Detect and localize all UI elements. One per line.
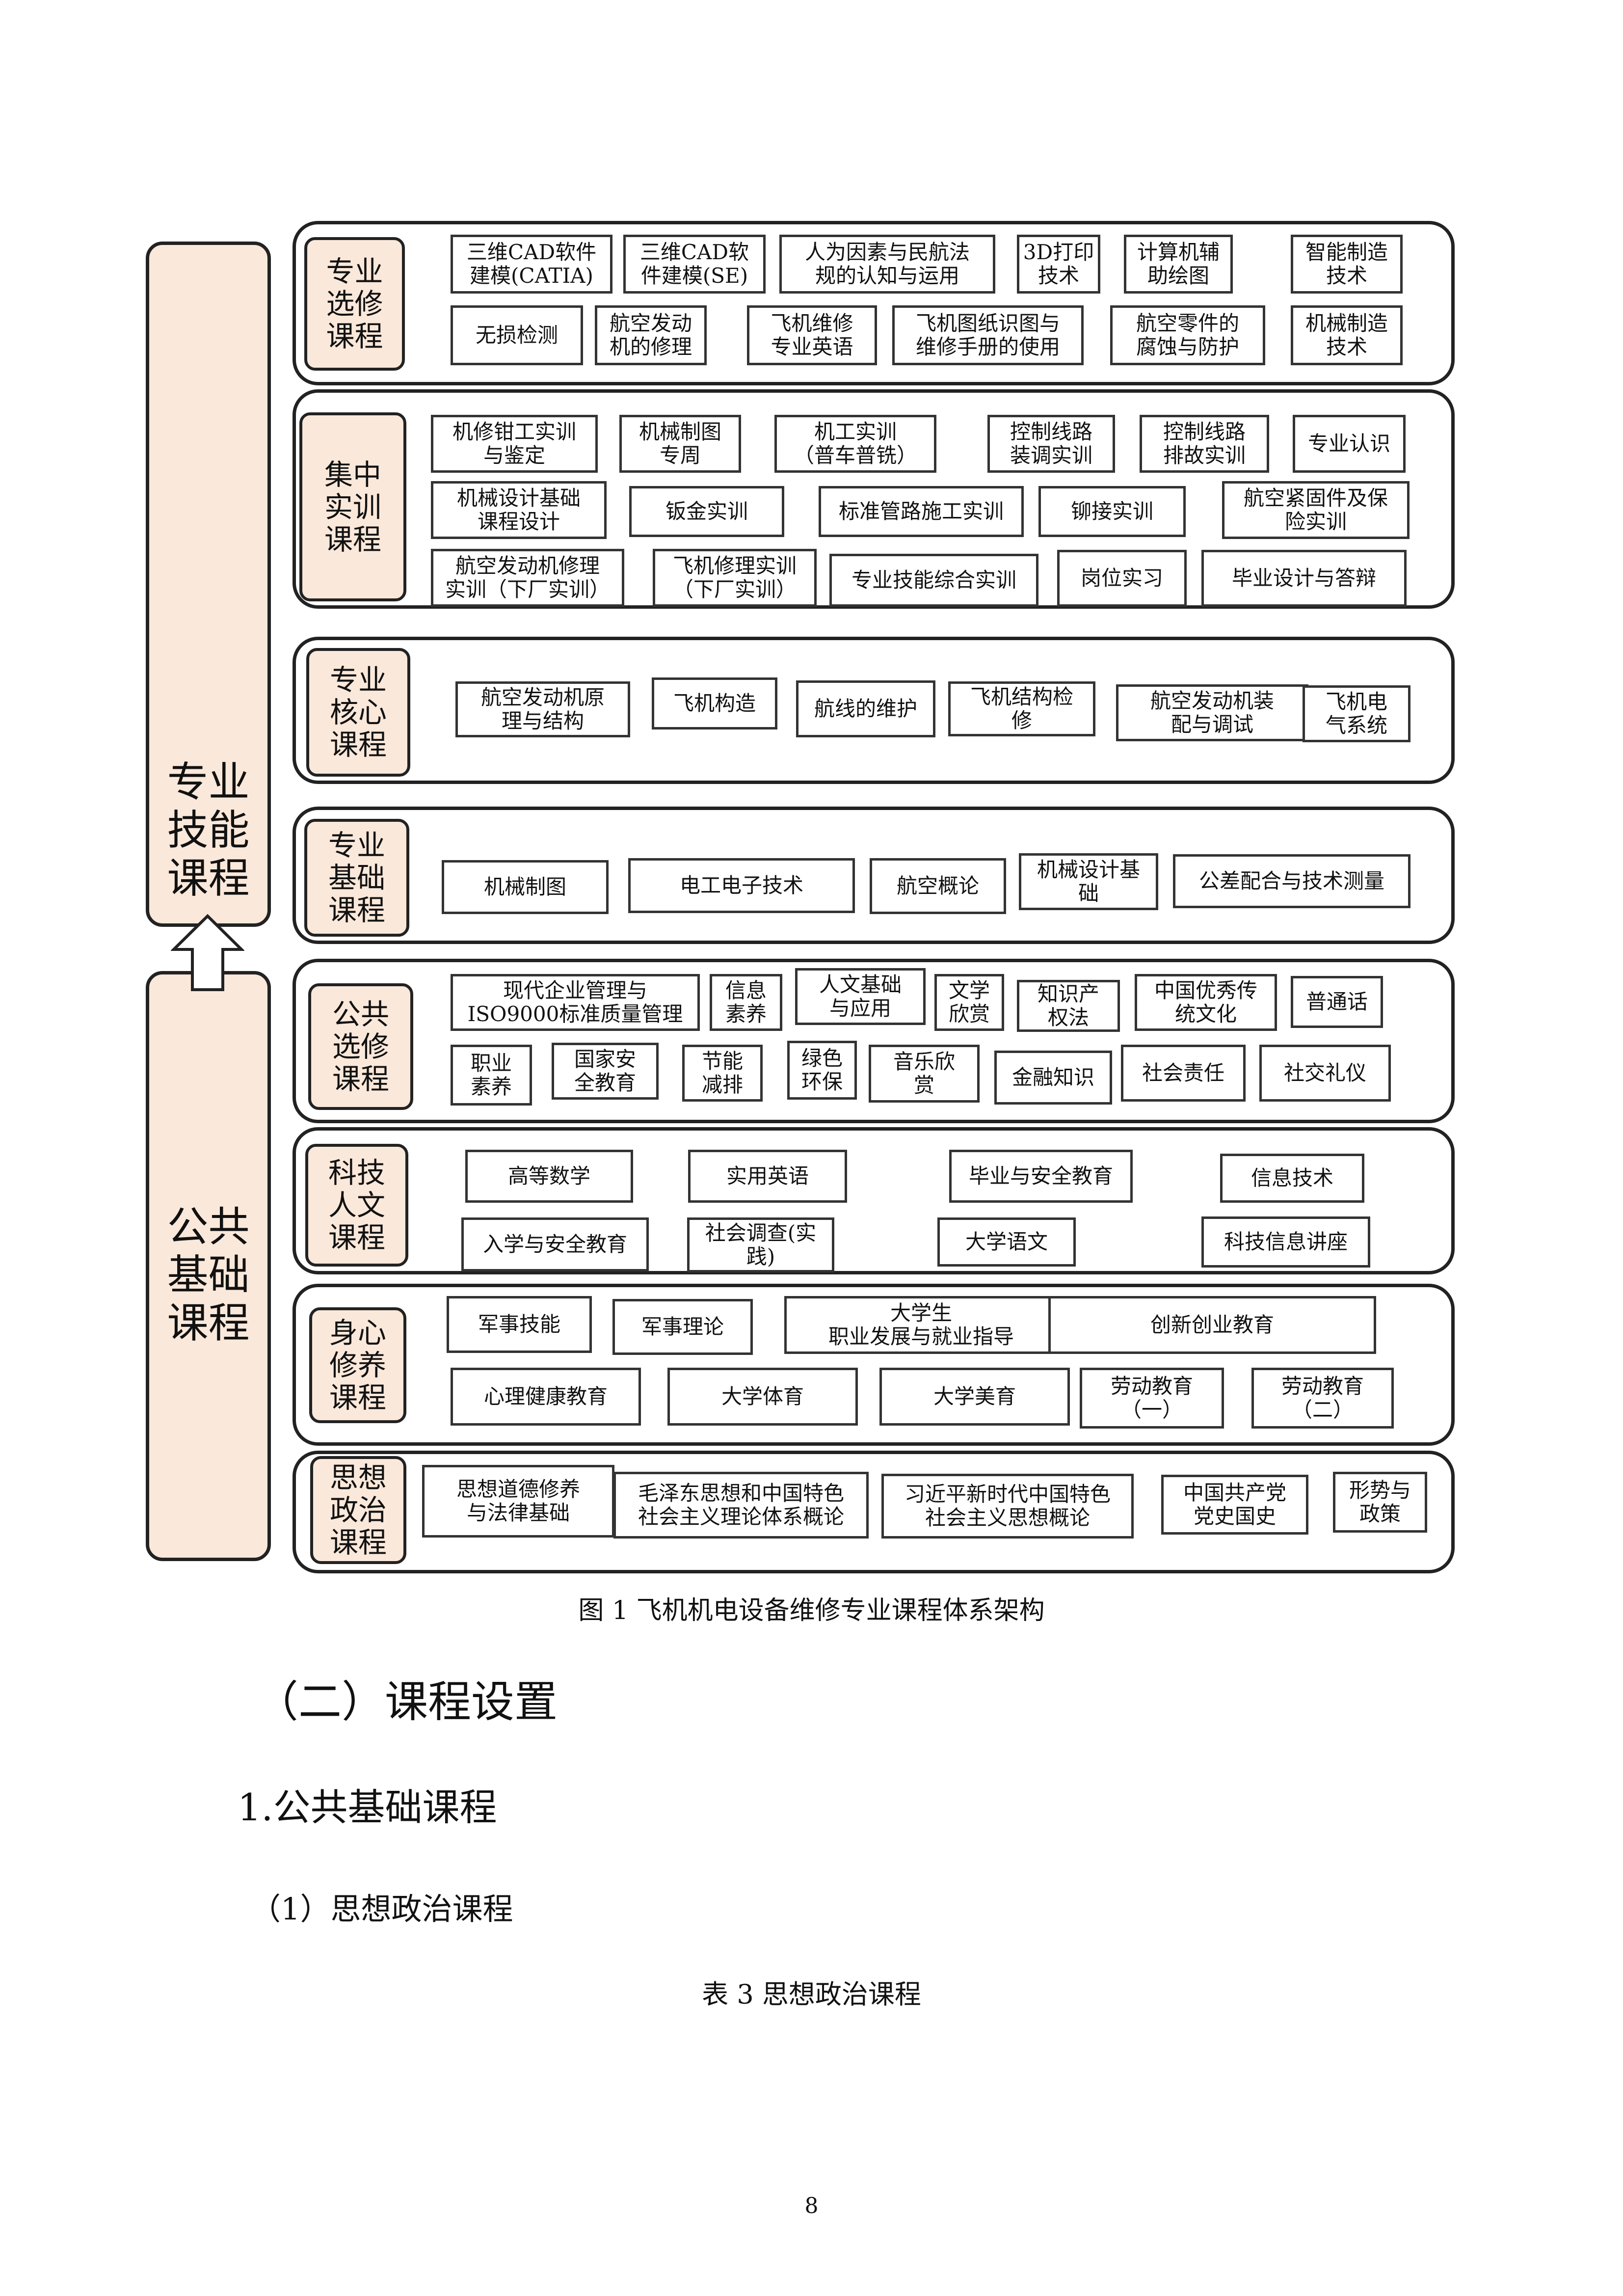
- section-heading: （二）课程设置: [255, 1676, 558, 1727]
- sidebar-professional-skills: 专业 技能 课程: [146, 242, 271, 927]
- course-box: 飞机维修 专业英语: [747, 305, 877, 365]
- course-box: 标准管路施工实训: [819, 486, 1024, 537]
- course-box: 机械设计基础 课程设计: [431, 481, 607, 539]
- table-caption: 表 3 思想政治课程: [702, 1979, 921, 2010]
- course-box: 职业 素养: [451, 1045, 532, 1106]
- band-label: 科技 人文 课程: [305, 1144, 408, 1267]
- course-box: 无损检测: [451, 305, 583, 365]
- band-label: 身心 修养 课程: [309, 1307, 406, 1423]
- course-box: 知识产 权法: [1017, 980, 1120, 1032]
- course-box: 航空发动 机的修理: [595, 305, 707, 365]
- course-box: 飞机修理实训 （下厂实训）: [653, 549, 817, 607]
- course-box: 入学与安全教育: [461, 1217, 649, 1271]
- course-box: 钣金实训: [629, 486, 784, 537]
- course-box: 中国共产党 党史国史: [1161, 1475, 1308, 1535]
- course-box: 大学体育: [667, 1368, 858, 1426]
- course-box: 计算机辅 助绘图: [1124, 235, 1233, 294]
- course-box: 信息 素养: [710, 974, 782, 1031]
- course-box: 航空发动机修理 实训（下厂实训）: [431, 549, 624, 607]
- up-arrow-icon: [171, 914, 244, 991]
- course-box: 飞机图纸识图与 维修手册的使用: [892, 305, 1084, 365]
- band-label: 公共 选修 课程: [308, 983, 413, 1110]
- course-box: 控制线路 装调实训: [987, 415, 1115, 473]
- course-box: 人文基础 与应用: [795, 968, 926, 1025]
- course-box: 岗位实习: [1057, 550, 1187, 607]
- course-box: 电工电子技术: [628, 858, 855, 913]
- course-box: 军事理论: [612, 1299, 753, 1355]
- course-box: 文学 欣赏: [934, 974, 1004, 1031]
- course-box: 专业技能综合实训: [829, 554, 1038, 607]
- figure-caption: 图 1 飞机机电设备维修专业课程体系架构: [578, 1596, 1045, 1625]
- band-label: 专业 选修 课程: [304, 237, 405, 371]
- course-box: 现代企业管理与 ISO9000标准质量管理: [451, 974, 700, 1031]
- course-box: 大学美育: [879, 1368, 1070, 1426]
- course-box: 金融知识: [994, 1051, 1112, 1105]
- course-box: 思想道德修养 与法律基础: [422, 1465, 614, 1538]
- course-box: 大学生 职业发展与就业指导: [784, 1296, 1058, 1354]
- course-box: 社会责任: [1121, 1045, 1246, 1102]
- course-box: 航线的维护: [796, 680, 935, 737]
- course-box: 毛泽东思想和中国特色 社会主义理论体系概论: [613, 1472, 869, 1539]
- course-box: 音乐欣 赏: [869, 1045, 980, 1103]
- course-box: 创新创业教育: [1048, 1296, 1376, 1354]
- page-number: 8: [804, 2193, 819, 2218]
- subsection-heading: 1.公共基础课程: [238, 1785, 497, 1829]
- course-box: 航空发动机原 理与结构: [455, 681, 630, 737]
- course-box: 飞机电 气系统: [1303, 685, 1410, 742]
- subsubsection-heading: （1）思想政治课程: [250, 1891, 513, 1927]
- course-box: 军事技能: [447, 1296, 592, 1353]
- course-box: 心理健康教育: [451, 1368, 641, 1426]
- course-box: 习近平新时代中国特色 社会主义思想概论: [881, 1474, 1134, 1539]
- course-box: 大学语文: [937, 1217, 1076, 1267]
- course-box: 绿色 环保: [787, 1041, 857, 1100]
- course-box: 航空概论: [870, 858, 1006, 914]
- course-box: 节能 减排: [682, 1045, 763, 1102]
- band-label: 专业 核心 课程: [306, 648, 410, 777]
- band-label: 集中 实训 课程: [299, 412, 406, 601]
- course-box: 机械设计基 础: [1019, 853, 1158, 910]
- course-box: 智能制造 技术: [1291, 235, 1403, 294]
- course-box: 社交礼仪: [1259, 1045, 1391, 1102]
- course-box: 飞机结构检 修: [948, 681, 1095, 736]
- course-box: 机工实训 （普车普铣）: [774, 415, 936, 473]
- course-box: 信息技术: [1220, 1154, 1364, 1203]
- course-box: 航空紧固件及保 险实训: [1222, 481, 1410, 539]
- sidebar-label-professional-skills: 专业 技能 课程: [167, 758, 250, 902]
- course-box: 公差配合与技术测量: [1173, 854, 1410, 908]
- course-box: 机械制图 专周: [619, 415, 741, 473]
- course-box: 高等数学: [465, 1150, 633, 1203]
- course-box: 控制线路 排故实训: [1140, 415, 1269, 473]
- band-label: 思想 政治 课程: [310, 1456, 406, 1564]
- course-box: 社会调查(实践): [687, 1217, 834, 1272]
- course-box: 中国优秀传 统文化: [1135, 974, 1277, 1031]
- course-box: 三维CAD软 件建模(SE): [623, 235, 766, 294]
- course-box: 毕业设计与答辩: [1201, 550, 1407, 607]
- course-box: 劳动教育 （二）: [1251, 1368, 1394, 1429]
- course-box: 三维CAD软件 建模(CATIA): [451, 235, 612, 294]
- course-box: 机修钳工实训 与鉴定: [431, 415, 598, 473]
- course-box: 铆接实训: [1038, 486, 1186, 537]
- course-box: 科技信息讲座: [1201, 1216, 1370, 1268]
- band-label: 专业 基础 课程: [304, 819, 409, 937]
- course-box: 人为因素与民航法 规的认知与运用: [779, 235, 995, 294]
- course-box: 国家安 全教育: [552, 1043, 659, 1100]
- course-box: 3D打印 技术: [1017, 235, 1100, 294]
- course-box: 机械制图: [442, 860, 609, 914]
- course-box: 形势与 政策: [1333, 1472, 1427, 1533]
- course-box: 飞机构造: [652, 677, 777, 729]
- course-box: 实用英语: [688, 1150, 847, 1203]
- course-box: 机械制造 技术: [1291, 305, 1403, 365]
- course-box: 专业认识: [1293, 415, 1406, 473]
- course-box: 毕业与安全教育: [949, 1150, 1133, 1203]
- course-box: 航空发动机装 配与调试: [1116, 684, 1308, 741]
- sidebar-label-public-foundation: 公共 基础 课程: [167, 1203, 250, 1347]
- sidebar-public-foundation: 公共 基础 课程: [146, 971, 271, 1561]
- course-box: 劳动教育 （一）: [1080, 1368, 1224, 1429]
- course-box: 航空零件的 腐蚀与防护: [1110, 305, 1265, 365]
- course-box: 普通话: [1291, 976, 1383, 1028]
